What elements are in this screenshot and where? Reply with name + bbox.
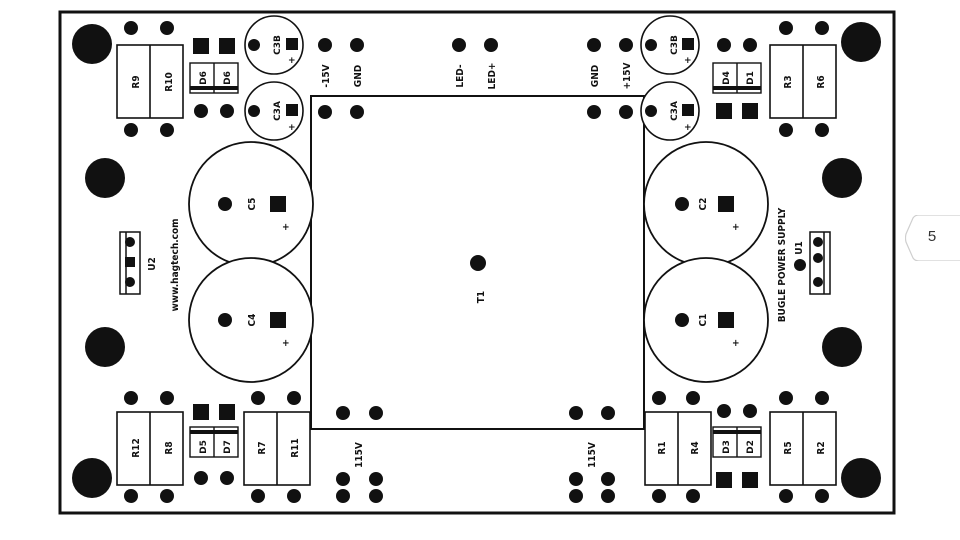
label-r5: R5 (783, 441, 794, 454)
component-labels: R9 R10 D6 D6 C3B C3A C3B C3A D4 D1 R3 R6… (131, 35, 827, 458)
plus-mark: + (288, 123, 296, 133)
pin-115v-left: 115V (354, 442, 365, 468)
pin-labels: -15V GND LED- LED+ GND +15V 115V 115V (321, 62, 633, 467)
resistor-outlines (116, 44, 837, 486)
transformer-outline (310, 95, 645, 430)
label-r2: R2 (816, 441, 827, 454)
pin-gnd-right: GND (590, 65, 601, 87)
plus-mark: + (288, 56, 296, 66)
label-d3: D3 (722, 440, 732, 454)
label-c1: C1 (698, 314, 709, 327)
plus-mark: + (684, 56, 692, 66)
pin-gnd-left: GND (353, 65, 364, 87)
plus-mark: + (684, 123, 692, 133)
pin-plus15v: +15V (622, 62, 633, 89)
plus-mark: + (282, 222, 290, 233)
label-c3b-left: C3B (273, 35, 283, 55)
label-r1: R1 (657, 441, 668, 454)
label-d2: D2 (746, 440, 756, 454)
label-u1: U1 (794, 241, 805, 255)
plus-mark: + (732, 222, 740, 233)
bulk-capacitors (188, 141, 769, 383)
diode-outlines (189, 62, 762, 458)
label-u2: U2 (147, 257, 158, 271)
small-capacitors (244, 15, 700, 141)
plus-mark: + (732, 338, 740, 349)
label-d6: D6 (223, 71, 233, 85)
label-r12: R12 (131, 438, 142, 457)
label-r8: R8 (164, 441, 175, 454)
label-d4: D4 (722, 71, 732, 85)
label-d8: D6 (199, 71, 209, 85)
label-r7: R7 (257, 441, 268, 454)
page-tab[interactable] (905, 215, 960, 261)
label-r9: R9 (131, 75, 142, 88)
plus-mark: + (282, 338, 290, 349)
mounting-holes (72, 22, 881, 498)
label-d5: D5 (199, 440, 209, 454)
label-c5: C5 (247, 198, 258, 211)
board-title: BUGLE POWER SUPPLY (777, 207, 788, 322)
page-number: 5 (927, 228, 937, 245)
label-c3b-right: C3B (670, 35, 680, 55)
label-t1: T1 (476, 291, 487, 303)
label-c2: C2 (698, 198, 709, 211)
pin-115v-right: 115V (587, 442, 598, 468)
label-r4: R4 (690, 441, 701, 454)
solder-pads (124, 21, 829, 503)
label-r11: R11 (290, 438, 301, 457)
label-r3: R3 (783, 75, 794, 88)
label-r10: R10 (164, 72, 175, 91)
label-d1: D1 (746, 71, 756, 85)
label-d7: D7 (223, 440, 233, 454)
pin-led-minus: LED- (455, 64, 466, 88)
label-c4: C4 (247, 314, 258, 327)
label-c3a-right: C3A (670, 101, 680, 121)
label-r6: R6 (816, 75, 827, 88)
pin-minus15v: -15V (321, 64, 332, 87)
label-c3a-left: C3A (273, 101, 283, 121)
website-text: www.hagtech.com (170, 218, 181, 311)
pin-led-plus: LED+ (487, 63, 498, 90)
